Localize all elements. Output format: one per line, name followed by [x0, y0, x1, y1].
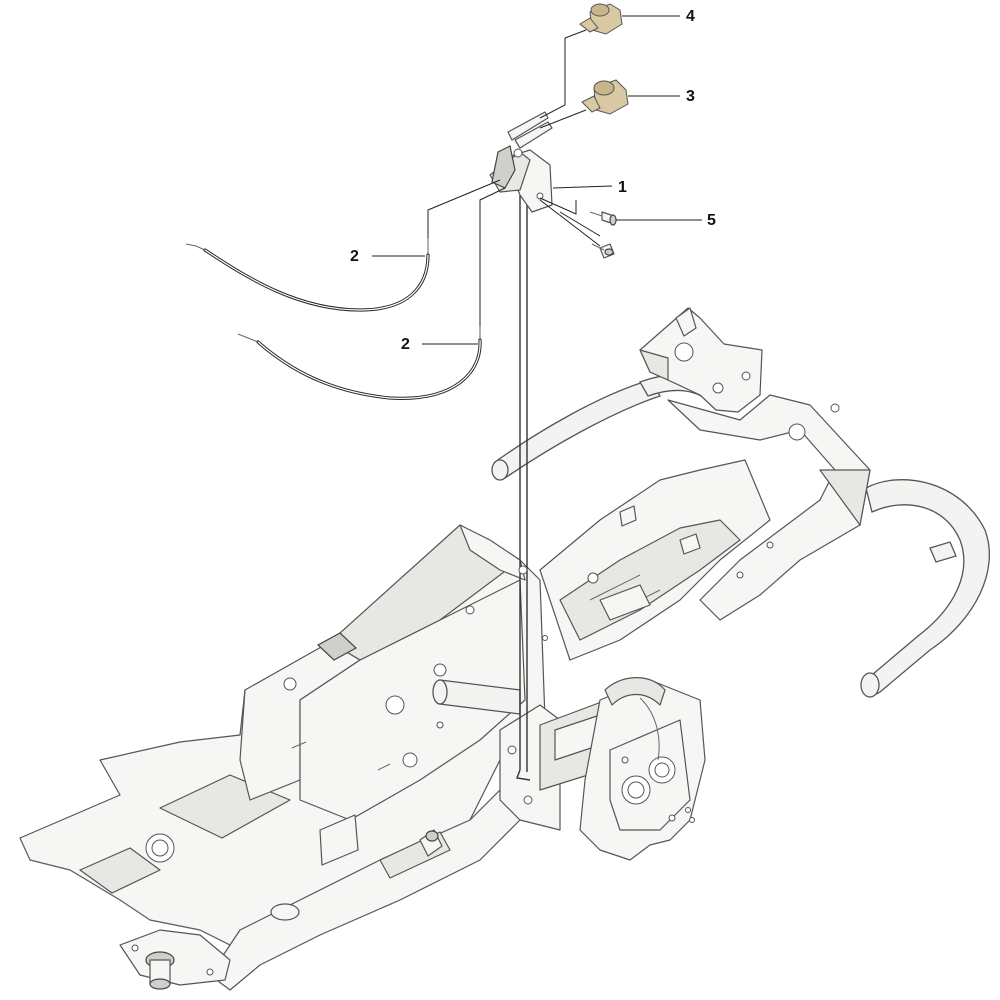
control-lever-bracket [489, 111, 553, 213]
knob-part-4 [579, 3, 623, 35]
assembly-guide-lines [427, 29, 601, 326]
lower-frame-rail [209, 789, 521, 991]
callout-label: 3 [686, 88, 695, 105]
callout-4: 4 [622, 8, 695, 25]
callout-3: 3 [628, 88, 695, 105]
control-rod [516, 195, 548, 781]
callout-label: 5 [707, 212, 716, 229]
rear-bumper-tube [860, 479, 990, 698]
steering-console-box [239, 524, 526, 866]
right-side-rail [667, 394, 871, 621]
upper-handle-tube [491, 373, 721, 481]
seat-support-bracket [639, 307, 763, 413]
center-tunnel [539, 459, 771, 661]
front-pivot [119, 929, 231, 990]
chassis-frame [19, 307, 990, 991]
cable-lower-part-2 [237, 326, 482, 400]
callout-2-upper: 2 [350, 248, 425, 265]
knob-part-3 [581, 79, 629, 115]
callout-label: 1 [618, 179, 627, 196]
callout-label: 2 [350, 248, 359, 265]
callout-label: 4 [686, 8, 695, 25]
callout-label: 2 [401, 336, 410, 353]
pedal-shaft [432, 679, 521, 715]
callout-2-lower: 2 [401, 336, 478, 353]
cable-upper-part-2 [185, 238, 430, 312]
bolt-part-5 [589, 211, 617, 259]
callout-5: 5 [616, 212, 716, 229]
transmission-bracket [579, 677, 706, 861]
callout-1: 1 [552, 179, 627, 196]
